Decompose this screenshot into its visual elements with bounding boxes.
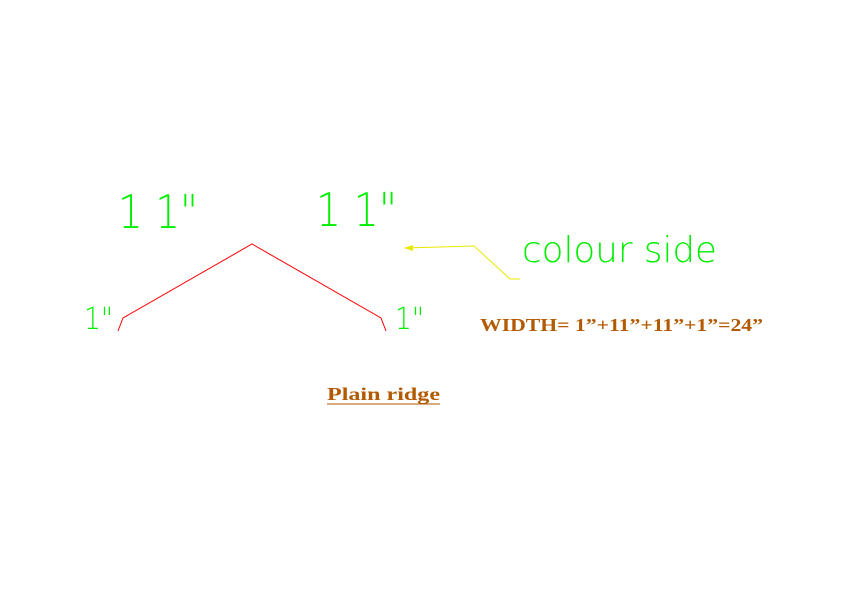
drawing-title: Plain ridge [327,384,440,404]
leader-arrowhead [404,245,413,251]
ridge-profile-line [117,243,387,332]
right-flange-dimension-label: 1" [395,302,424,337]
colour-side-label: colour side [522,230,717,271]
top-left-dimension-label: 1 1" [118,185,198,239]
top-right-dimension-label: 1 1" [316,183,397,237]
colour-side-leader [404,245,520,280]
width-formula-label: WIDTH= 1”+11”+11”+1”=24” [480,315,763,335]
left-flange-dimension-label: 1" [84,302,113,337]
